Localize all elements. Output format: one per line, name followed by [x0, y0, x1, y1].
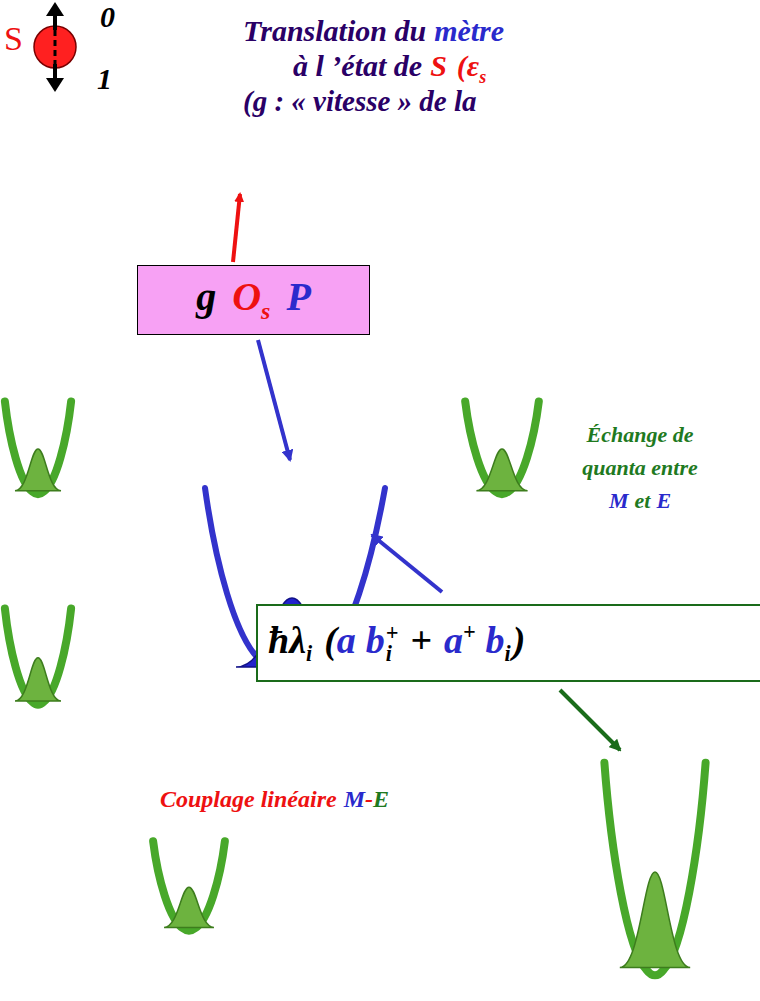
spin-node: S 0 1: [0, 0, 140, 100]
state-label: 0: [100, 0, 115, 33]
formula-subscript: i: [386, 644, 399, 665]
formula-symbol: +: [410, 619, 432, 661]
exchange-note: Échange de quanta entreMetE: [540, 418, 740, 517]
formula-superscript: +: [463, 619, 476, 644]
note-text: E: [373, 786, 389, 812]
coupling-arrow: [560, 690, 620, 750]
interaction-formula: gOsP: [196, 277, 311, 323]
formula-symbol: ): [513, 619, 526, 661]
title-text: à l ’état de: [293, 49, 422, 82]
title-text: (ε: [457, 49, 479, 82]
interaction-box: gOsP: [137, 265, 370, 335]
note-text: E: [656, 488, 671, 513]
state-label-wrap: 0: [100, 2, 115, 32]
environment-well: [153, 841, 225, 930]
formula-subscript: s: [261, 298, 270, 324]
title-text: mètre: [434, 14, 504, 47]
note-text: Couplage linéaire: [160, 786, 337, 812]
translation-arrow: [258, 340, 290, 460]
title-line: Translation dumètre: [243, 14, 504, 48]
note-line: MetE: [540, 484, 740, 517]
environment-well: [604, 763, 705, 976]
title-text: Translation du: [243, 14, 426, 47]
formula-subscript: i: [306, 641, 312, 666]
coupling-note: Couplage linéaire M-E: [160, 784, 389, 814]
title-line: (g : « vitesse » de la: [243, 84, 477, 118]
formula-symbol: b: [366, 619, 385, 661]
sup-sub-stack: +i: [386, 623, 399, 665]
spin-name: S: [4, 20, 23, 57]
state-label-wrap: 1: [97, 64, 112, 94]
formula-symbol: P: [286, 274, 310, 319]
title-text: s: [479, 67, 486, 87]
formula-symbol: a: [337, 619, 356, 661]
state-label: 1: [97, 62, 112, 95]
formula-symbol: b: [486, 619, 505, 661]
note-text: M: [609, 488, 629, 513]
environment-well: [465, 401, 539, 494]
formula-superscript: +: [386, 623, 399, 644]
exchange-arrow: [372, 535, 442, 592]
environment-well: [5, 609, 71, 705]
title-text: S: [430, 49, 447, 82]
formula-symbol: O: [232, 274, 261, 319]
formula-symbol: (: [324, 619, 337, 661]
title-text: (g : « vitesse » de la: [243, 85, 477, 117]
formula-subscript: i: [505, 641, 511, 666]
action-arrow: [233, 194, 240, 262]
formula-symbol: a: [444, 619, 463, 661]
note-text: Échange de quanta entre: [565, 418, 715, 484]
formula-symbol: ħλ: [268, 619, 306, 661]
spin-label-wrap: S: [4, 22, 23, 56]
coupling-box: ħλi(ab+i+a+bi): [256, 604, 760, 682]
coupling-formula: ħλi(ab+i+a+bi): [268, 621, 525, 666]
note-text: M: [344, 786, 365, 812]
environment-well: [5, 401, 71, 494]
note-text: et: [634, 488, 650, 513]
note-text: -: [365, 786, 373, 812]
formula-symbol: g: [196, 274, 216, 319]
